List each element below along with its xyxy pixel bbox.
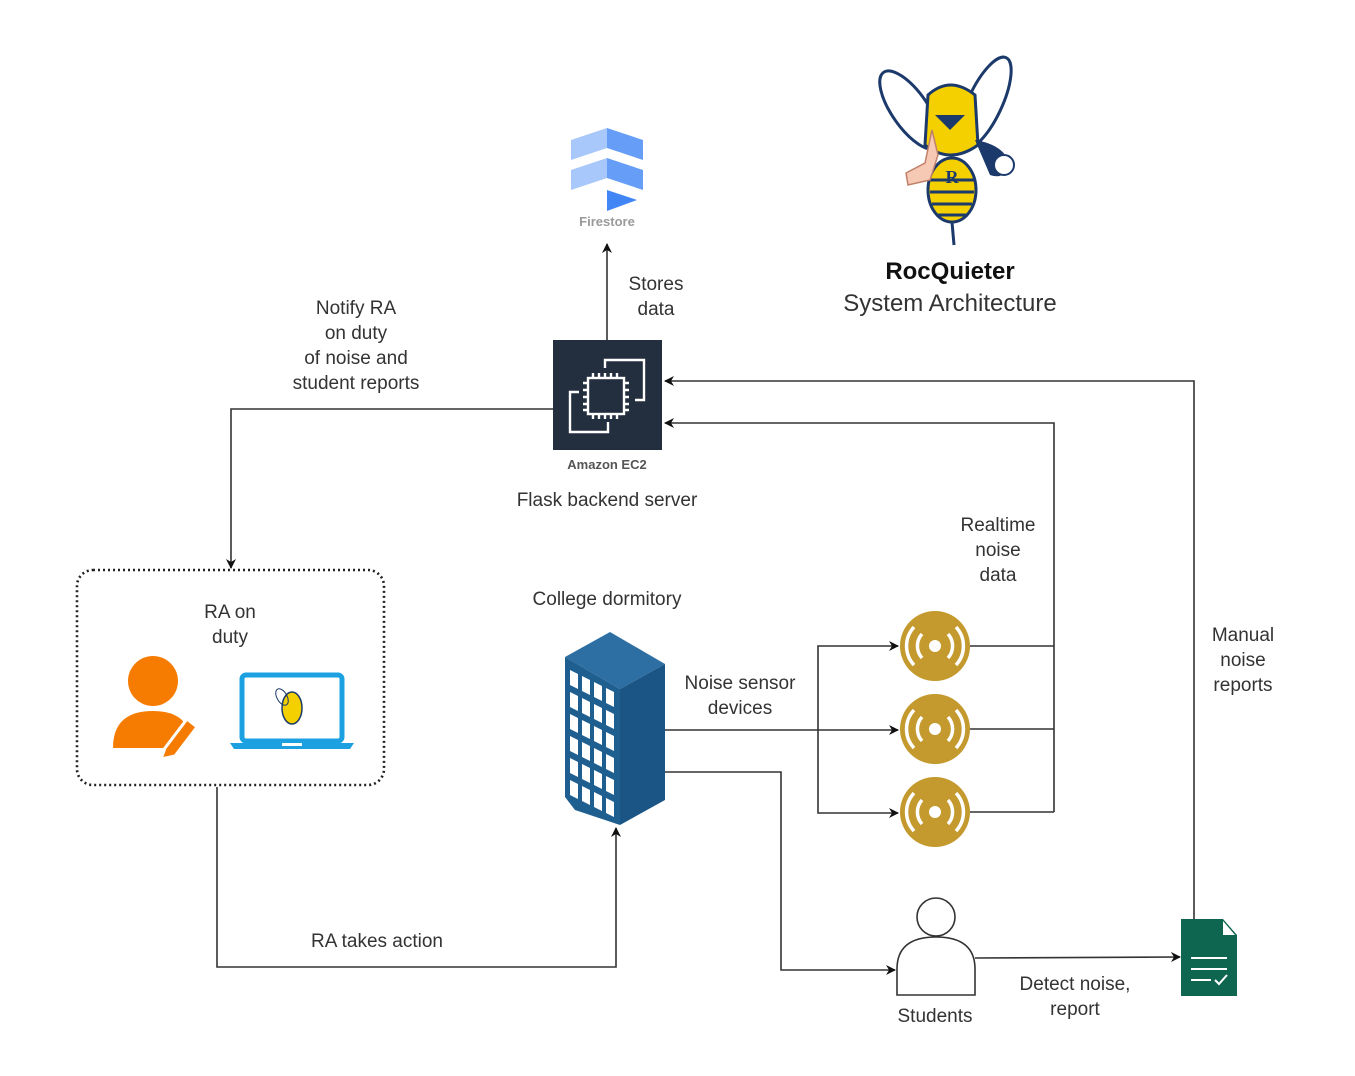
sensor-group [900,611,970,847]
ec2-label: Amazon EC2 [567,457,647,472]
app-title: RocQuieter [885,258,1015,285]
document-check-icon[interactable] [1181,919,1237,996]
edge-ra-to-dorm [216,787,621,968]
connectors [216,243,1195,975]
edge-label-realtime-noise: Realtime noise data [960,515,1036,586]
edge-dorm-to-sensor-1 [817,641,899,730]
sensor-broadcast-icon[interactable] [900,611,970,681]
ra-group-container [75,568,386,787]
students-label: Students [897,1006,973,1027]
ec2-caption: Flask backend server [516,490,698,511]
svg-text:R: R [946,167,960,187]
sensor-broadcast-icon[interactable] [900,694,970,764]
ra-person-edit-icon[interactable] [113,656,200,762]
firestore-label: Firestore [579,214,635,229]
app-subtitle: System Architecture [843,290,1057,317]
edge-ec2-to-ra [226,408,553,569]
edge-students-to-report [974,952,1181,963]
edge-report-to-ec2 [664,376,1195,920]
edge-label-noise-sensor-devices: Noise sensor devices [684,673,796,719]
sensor-broadcast-icon[interactable] [900,777,970,847]
ec2-chip-icon[interactable] [553,340,662,450]
edge-label-ra-takes-action: RA takes action [310,931,444,952]
firestore-icon[interactable] [571,128,643,211]
ra-group-label: RA on duty [204,602,256,648]
laptop-icon[interactable] [230,672,354,749]
person-outline-icon[interactable] [896,897,976,996]
edge-dorm-to-students [665,771,896,975]
building-icon[interactable] [565,632,665,825]
dormitory-label: College dormitory [532,589,682,610]
edge-label-notify-ra: Notify RA on duty of noise and student r… [292,298,420,394]
edge-label-manual-reports: Manual noise reports [1211,625,1275,696]
edge-label-stores-data: Stores data [628,274,684,320]
edge-dorm-to-sensor-3 [817,730,899,818]
edge-label-detect-noise: Detect noise, report [1019,974,1131,1020]
edge-sensors-to-ec2 [665,423,1055,813]
bee-mascot-icon: R [878,55,1015,246]
